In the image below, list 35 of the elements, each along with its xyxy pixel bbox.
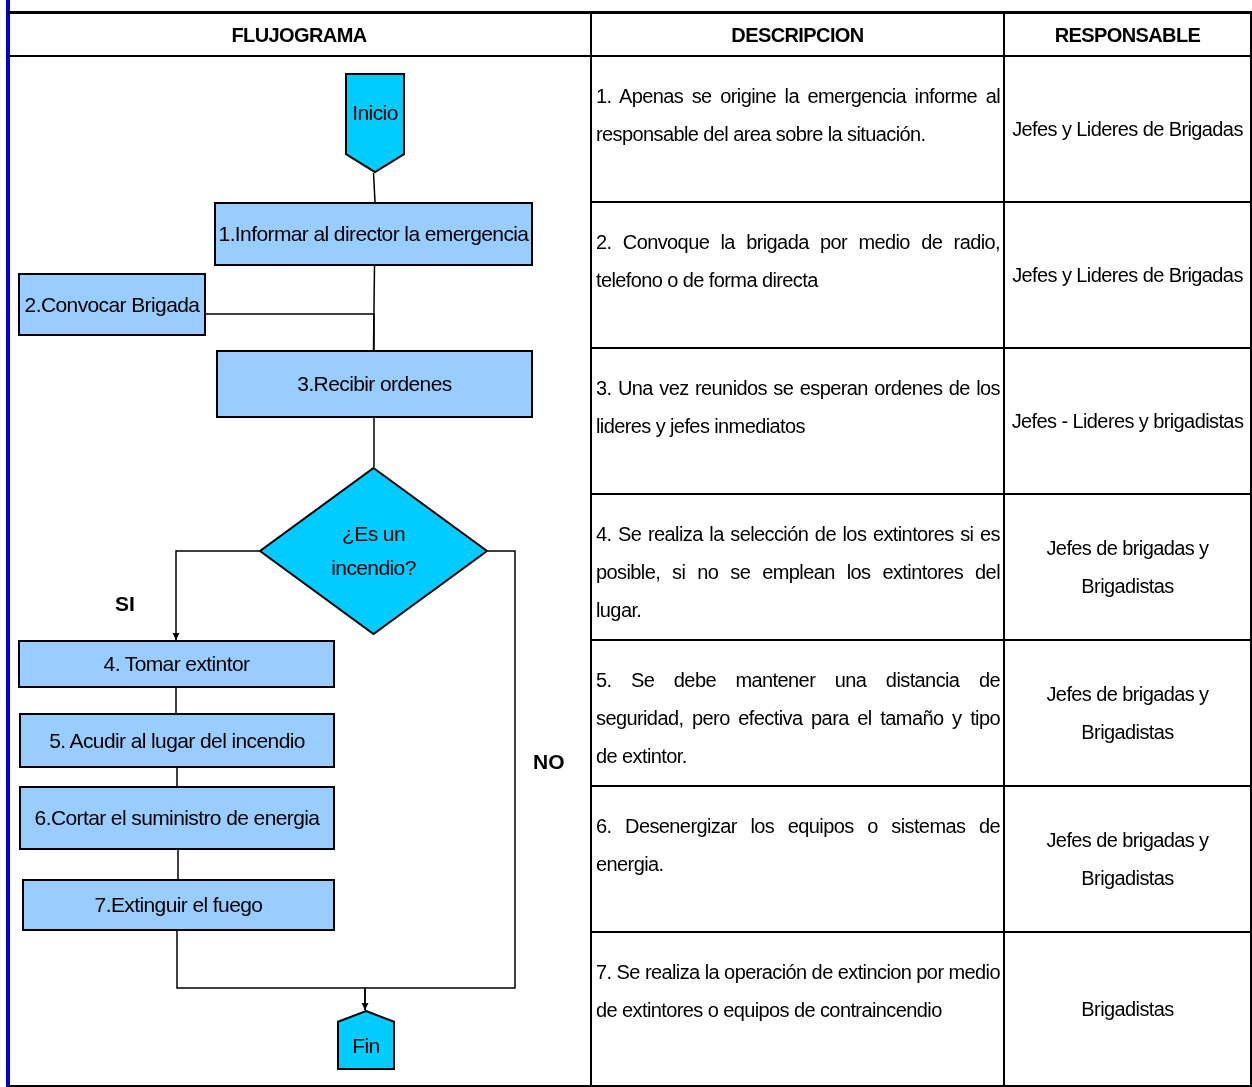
connector-line	[175, 687, 177, 714]
connector-line	[205, 313, 375, 351]
process-box: 2.Convocar Brigada	[18, 273, 206, 336]
column-header: FLUJOGRAMA	[8, 14, 592, 57]
connector-line	[177, 849, 179, 880]
connector-line	[372, 172, 376, 203]
process-box: 7.Extinguir el fuego	[22, 879, 335, 931]
responsible-text: Jefes de brigadas y Brigadistas	[1045, 682, 1210, 745]
responsible-text: Jefes de brigadas y Brigadistas	[1045, 828, 1210, 891]
process-box: 6.Cortar el suministro de energia	[19, 786, 335, 850]
responsible-text: Jefes y Lideres de Brigadas	[1012, 117, 1243, 142]
arrow	[361, 550, 516, 1011]
connector-line	[373, 417, 375, 468]
description-text: 2. Convoque la brigada por medio de radio, telefono o de forma directa	[592, 203, 1005, 349]
description-text: 7. Se realiza la operación de extincion por medio de extintores o equipos de contraincendio	[592, 933, 1005, 1087]
column-header: RESPONSABLE	[1005, 14, 1252, 57]
responsible-text: Jefes y Lideres de Brigadas	[1012, 263, 1243, 288]
description-text: 1. Apenas se origine la emergencia informe al responsable del area sobre la situación.	[592, 57, 1005, 203]
responsible-text: Brigadistas	[1081, 997, 1174, 1022]
process-box: 4. Tomar extintor	[18, 640, 335, 688]
description-text: 5. Se debe mantener una distancia de seguridad, pero efectiva para el tamaño y tipo de extintor.	[592, 641, 1005, 787]
responsible-text: Jefes de brigadas y Brigadistas	[1045, 536, 1210, 599]
end-terminator: Fin	[337, 1010, 395, 1070]
process-box: 3.Recibir ordenes	[216, 350, 533, 418]
description-text: 3. Una vez reunidos se esperan ordenes de los lideres y jefes inmediatos	[592, 349, 1005, 495]
process-box: 1.Informar al director la emergencia	[214, 202, 533, 266]
responsible-text: Jefes - Lideres y brigadistas	[1011, 409, 1244, 434]
connector-line	[176, 767, 178, 787]
decision-diamond: ¿Es un incendio?	[259, 467, 488, 635]
description-text: 4. Se realiza la selección de los extintores si es posible, si no se emplean los extintores del lugar.	[592, 495, 1005, 641]
process-box: 5. Acudir al lugar del incendio	[19, 713, 335, 768]
description-text: 6. Desenergizar los equipos o sistemas de energia.	[592, 787, 1005, 933]
arrow	[172, 550, 260, 641]
start-terminator: Inicio	[345, 73, 405, 173]
column-header: DESCRIPCION	[592, 14, 1005, 57]
